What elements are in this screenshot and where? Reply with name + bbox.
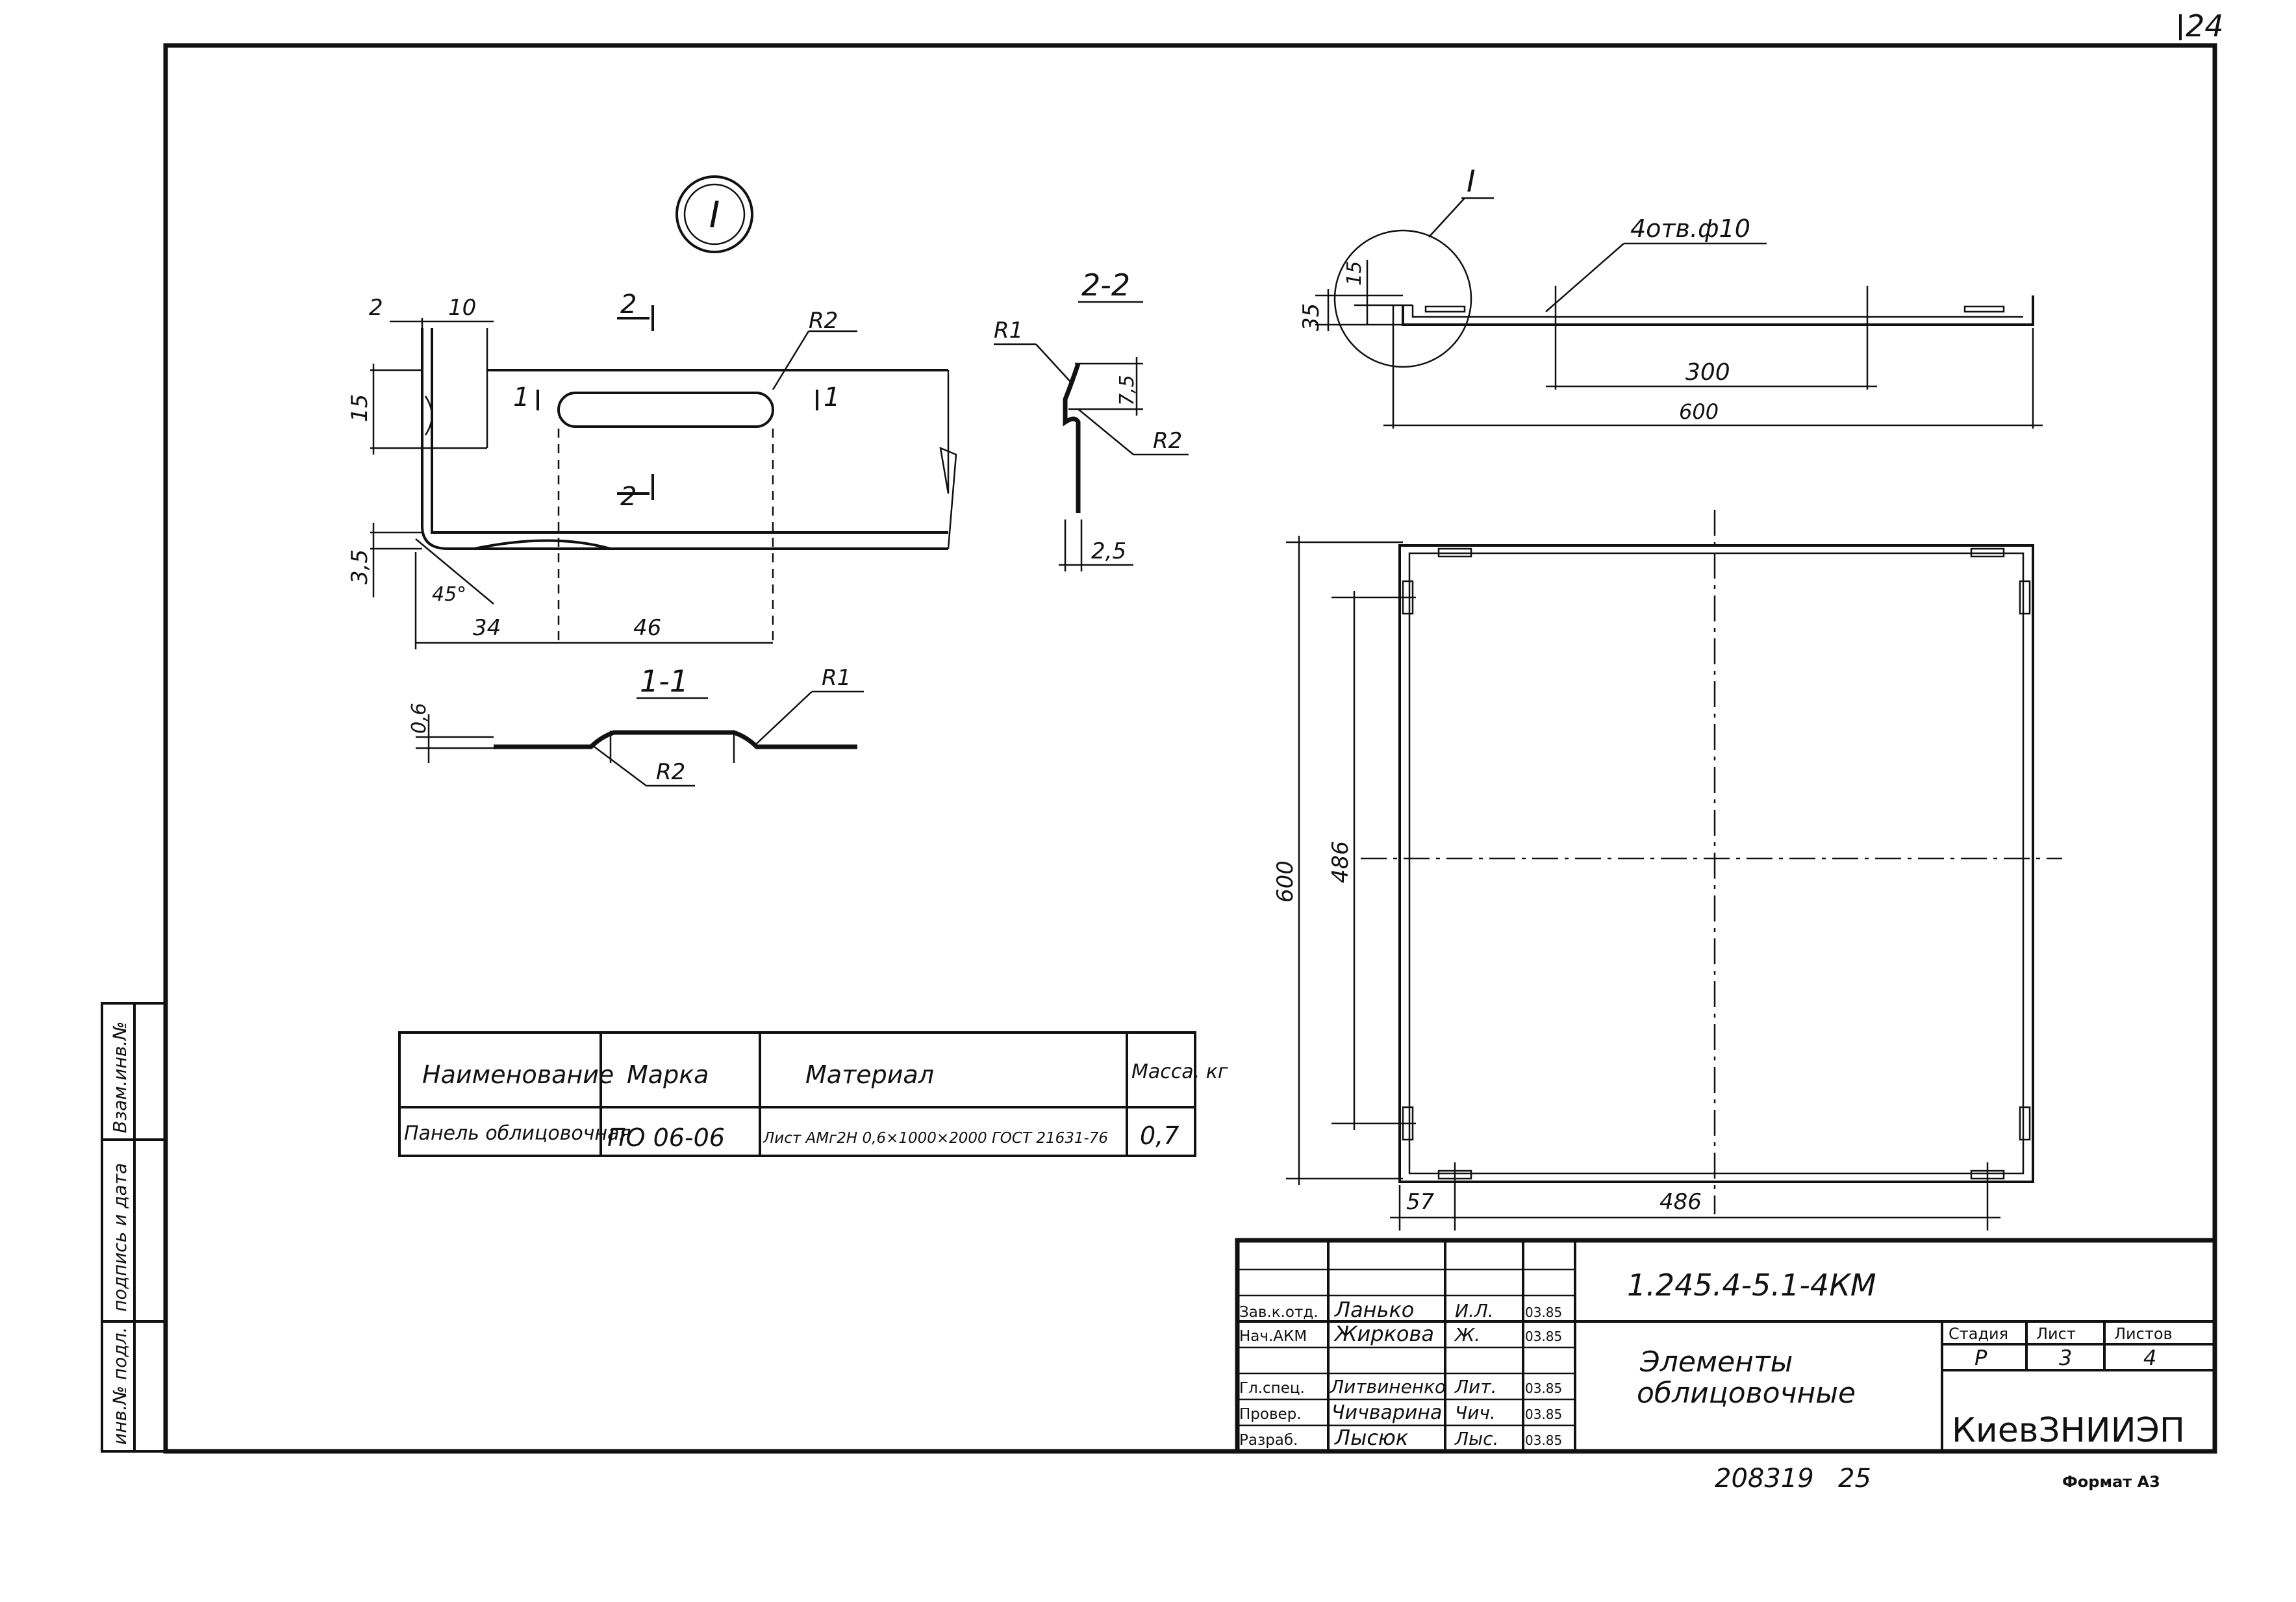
dim-600-side: 600 [1679,399,1719,424]
section-1-1: 1-1 0,6 R2 R1 [408,664,864,787]
dim-r2: R2 [809,308,838,334]
node-detail: I 2 10 15 3, [347,175,957,649]
spec-header-material: Материал [805,1060,934,1089]
spec-cell-mark: ПО 06-06 [607,1123,725,1152]
bottom-page: 25 [1838,1464,1871,1494]
node-marker-outer [675,175,753,253]
staff-sign-5: Лыс. [1454,1428,1498,1449]
dim-side-35: 35 [1298,303,1324,331]
dim-45deg: 45° [432,583,466,606]
cut-1-left: 1 [513,382,529,412]
staff-sign-4: Чич. [1455,1402,1496,1423]
staff-date-2: 03.85 [1525,1329,1562,1344]
staff-name-3: Литвиненко [1330,1376,1446,1397]
spec-table: Наименование Марка Материал Масса, кг Па… [398,1031,1228,1157]
section-1-1-label: 1-1 [640,664,688,699]
dim-300: 300 [1685,359,1730,386]
bottom-number: 208319 [1715,1464,1814,1494]
margin-cell-signature: подпись и дата [109,1163,131,1312]
node-marker-inner [683,183,746,245]
node-callout-circle [1333,229,1472,368]
node-callout-label: I [1467,164,1476,199]
staff-date-4: 03.85 [1525,1407,1562,1422]
staff-name-4: Чичварина [1331,1401,1442,1424]
title-document-name-line2: облицовочные [1637,1377,1856,1410]
section-2-2-label: 2-2 [1081,268,1130,303]
staff-sign-3: Лит. [1454,1376,1496,1397]
staff-date-3: 03.85 [1525,1381,1562,1396]
staff-date-5: 03.85 [1525,1433,1562,1448]
staff-name-1: Ланько [1334,1297,1414,1322]
holes-note: 4отв.ф10 [1630,214,1750,243]
dim-10: 10 [448,295,476,321]
dim-2: 2 [369,295,383,321]
dim-2-5: 2,5 [1091,538,1126,564]
margin-cell-replace: Взам.инв.№ [109,1021,131,1133]
title-document-name-line1: Элементы [1639,1345,1793,1379]
title-document-code: 1.245.4-5.1-4КМ [1627,1268,1876,1303]
staff-name-5: Лысюк [1334,1425,1409,1450]
spec-cell-material: Лист АМг2Н 0,6×1000×2000 ГОСТ 21631-76 [763,1130,1108,1147]
staff-role-1: Зав.к.отд. [1239,1304,1318,1321]
page-number: 24 [2186,8,2224,44]
cut-2-bottom: 2 [620,482,637,512]
staff-role-2: Нач.АКМ [1239,1328,1307,1345]
dim-486-vertical: 486 [1328,841,1354,883]
plan-view: 486 600 57 486 [1272,510,2062,1231]
dim-r1-section22: R1 [994,318,1023,344]
title-sheet-header: Лист [2036,1325,2076,1343]
staff-name-2: Жиркова [1333,1321,1434,1346]
dim-57: 57 [1406,1189,1435,1215]
dim-34: 34 [473,615,501,641]
dim-side-15: 15 [1343,261,1366,286]
staff-sign-1: И.Л. [1455,1300,1494,1321]
title-block: 1.245.4-5.1-4КМ Элементы облицовочные Ст… [1235,1238,2217,1454]
staff-role-4: Провер. [1239,1406,1302,1423]
spec-header-mark: Марка [627,1060,709,1089]
dim-r1-section11: R1 [822,665,851,691]
cut-2-top: 2 [620,290,637,319]
margin-strip: инв.№ подл. подпись и дата Взам.инв.№ [101,1002,167,1453]
staff-role-3: Гл.спец. [1239,1380,1305,1397]
spec-header-name: Наименование [422,1060,614,1089]
panel-outline [1398,544,2034,1183]
dim-600-vertical: 600 [1272,860,1298,903]
cut-1-right: 1 [824,382,840,412]
margin-cell-inventory: инв.№ подл. [109,1327,131,1445]
side-slot-left [1424,305,1466,313]
sheet-frame [163,43,2217,1454]
spec-header-mass: Масса, кг [1131,1060,1228,1083]
staff-date-1: 03.85 [1525,1305,1562,1320]
dim-r2-section11: R2 [656,759,685,785]
dim-486-horizontal: 486 [1659,1189,1702,1215]
dim-0-6: 0,6 [408,703,431,734]
staff-role-5: Разраб. [1239,1432,1298,1449]
dim-15: 15 [347,394,373,422]
side-view: I 4отв.ф10 15 35 300 600 [1298,164,2043,429]
title-sheets-value: 4 [2143,1345,2156,1370]
side-slot-right [1963,305,2005,313]
spec-cell-mass: 0,7 [1140,1121,1179,1150]
title-sheets-header: Листов [2114,1325,2173,1343]
spec-cell-name: Панель облицовочная [404,1122,631,1145]
format-label: Формат А3 [2062,1473,2160,1491]
dim-r2-section22: R2 [1153,428,1182,454]
dim-7-5: 7,5 [1116,375,1139,406]
staff-sign-2: Ж. [1454,1324,1480,1345]
section-2-2: 2-2 R1 R2 7,5 2,5 [994,268,1189,571]
title-stage-value: Р [1974,1345,1987,1370]
dim-3-5: 3,5 [347,549,373,584]
title-organization: КиевЗНИИЭП [1952,1411,2185,1450]
dim-46: 46 [633,615,661,641]
title-stage-header: Стадия [1949,1325,2008,1343]
node-marker-label: I [709,194,720,236]
title-sheet-value: 3 [2059,1345,2072,1370]
